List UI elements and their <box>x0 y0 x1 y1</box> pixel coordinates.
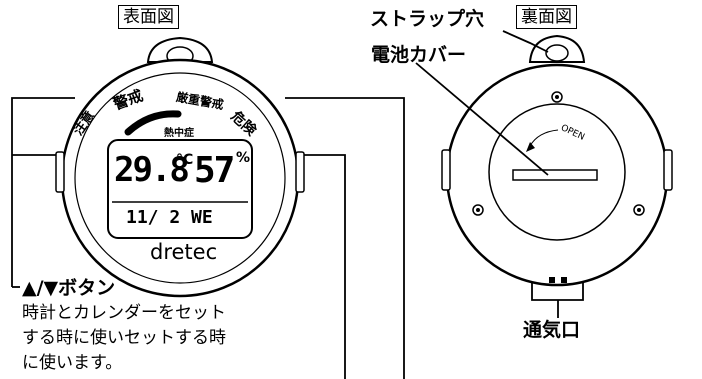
back-view-title: 裏面図 <box>516 5 577 29</box>
screw-right-inner <box>637 208 641 212</box>
back-side-bump-left <box>441 149 451 191</box>
front-side-button-right <box>295 151 305 193</box>
screw-right <box>633 204 645 216</box>
button-desc-line-1: 時計とカレンダーをセット <box>22 303 226 323</box>
back-side-bump-right <box>663 149 673 191</box>
back-strap-hole <box>545 44 569 62</box>
humidity-unit: % <box>236 150 251 166</box>
temperature-unit: °C <box>176 152 194 168</box>
vent-hole-2 <box>561 277 567 283</box>
vent-hole-1 <box>549 277 555 283</box>
front-view-title: 表面図 <box>118 5 179 29</box>
humidity-reading: 57 <box>194 150 235 191</box>
screw-left-inner <box>476 208 480 212</box>
front-side-button-left <box>55 151 65 193</box>
open-arrow-head <box>526 142 535 152</box>
brand-logo: dretec <box>150 240 218 264</box>
battery-cover-label: 電池カバー <box>371 44 467 66</box>
battery-cover-slot <box>512 169 598 181</box>
battery-cover <box>488 103 626 241</box>
front-bezel <box>74 72 286 284</box>
callout-line-button-right <box>285 97 405 379</box>
battery-cover-leader <box>415 62 549 176</box>
strap-hole-label: ストラップ穴 <box>370 8 485 30</box>
heat-stress-label: 熱中症 <box>164 128 194 139</box>
button-callout-label: ▲/▼ボタン <box>22 277 116 299</box>
screw-left <box>472 204 484 216</box>
button-desc-line-3: に使います。 <box>22 353 123 373</box>
callout-line-side-right <box>304 154 346 379</box>
heat-gauge-arc <box>124 110 182 136</box>
lcd-panel <box>107 139 253 239</box>
date-reading: 11/ 2 WE <box>126 207 213 228</box>
strap-hole-leader <box>502 30 549 53</box>
screw-top <box>551 91 563 103</box>
vent-label: 通気口 <box>523 319 581 341</box>
temperature-reading: 29.8 <box>114 150 190 190</box>
screw-top-inner <box>555 95 559 99</box>
callout-line-button-left <box>11 97 75 287</box>
button-desc-line-2: する時に使いセットする時 <box>22 328 226 348</box>
